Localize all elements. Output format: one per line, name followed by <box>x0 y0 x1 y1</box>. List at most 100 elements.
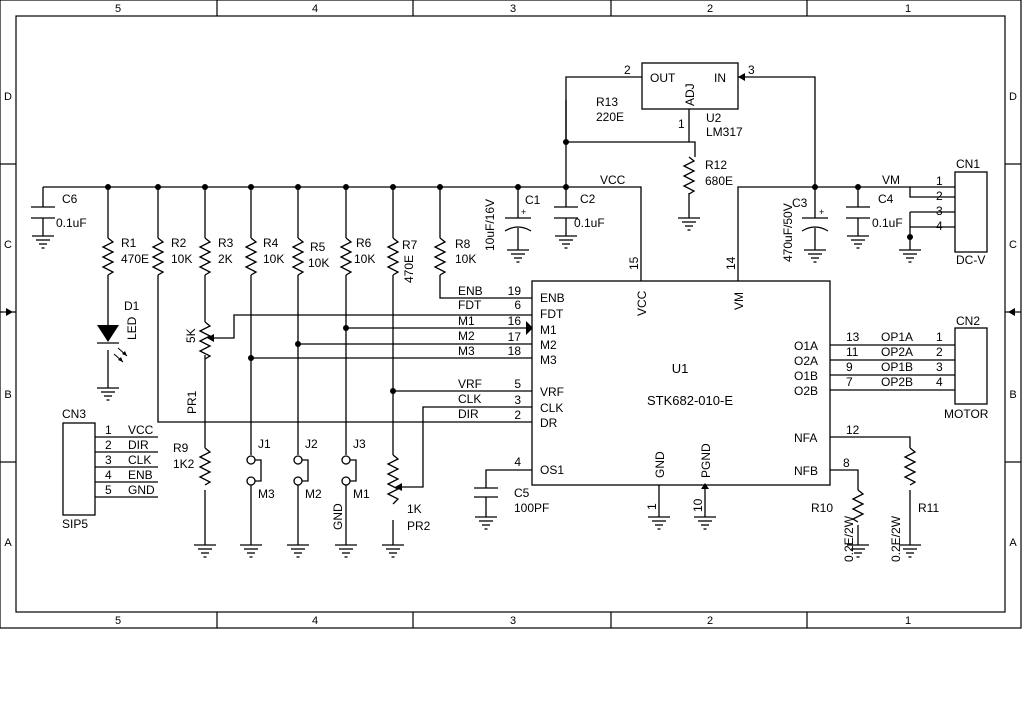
cn3-pin-number: 2 <box>105 438 112 452</box>
d1-value: LED <box>125 316 139 340</box>
cn3-pin-number: 1 <box>105 423 112 437</box>
cn3-pin-number: 4 <box>105 468 112 482</box>
c6-ref: C6 <box>62 192 78 206</box>
row-label: D <box>1009 91 1017 103</box>
c4-value: 0.1uF <box>872 216 903 230</box>
column-label: 3 <box>510 3 516 15</box>
u1-pin-name: DR <box>540 416 558 430</box>
ground-icon <box>31 235 55 249</box>
j3-ref: J3 <box>353 437 366 451</box>
cn1-pin-number: 1 <box>936 174 943 188</box>
cn2-pin-number: 4 <box>936 375 943 389</box>
u1-pin-name: VM <box>732 292 746 310</box>
ground-icon <box>474 516 498 530</box>
column-label: 1 <box>905 3 911 15</box>
c4-ref: C4 <box>878 192 894 206</box>
ground-icon <box>554 235 578 249</box>
u2-pin-number: 3 <box>748 63 755 77</box>
pr1-ref: PR1 <box>185 390 199 414</box>
resistor-r5 <box>291 237 305 276</box>
u1-pin-name: M1 <box>540 323 557 337</box>
capacitors <box>31 206 870 498</box>
capacitor-c1 <box>504 217 532 232</box>
column-label: 2 <box>707 3 713 15</box>
u2-value: LM317 <box>706 125 743 139</box>
u1-pin-number: 12 <box>846 423 860 437</box>
r3-value: 2K <box>218 252 233 266</box>
u1-pin-number: 13 <box>846 330 860 344</box>
net-label: ENB <box>458 284 483 298</box>
border-labels: 5 4 3 2 1 5 4 3 2 1 D C B A D C B A <box>4 3 1017 627</box>
c2-ref: C2 <box>580 192 596 206</box>
j3-gnd-label: GND <box>331 503 345 530</box>
u1-pin-name: M2 <box>540 338 557 352</box>
cn3-net-label: DIR <box>128 438 149 452</box>
capacitor-c2 <box>554 206 578 219</box>
r8-ref: R8 <box>455 237 471 251</box>
jumpers: J1 M3 J2 M2 J3 M1 GND <box>246 437 370 530</box>
c5-value: 100PF <box>514 501 549 515</box>
ground-icon <box>506 249 530 263</box>
r8-value: 10K <box>455 252 476 266</box>
jumper-j2: J2 M2 <box>293 437 322 501</box>
r9-ref: R9 <box>173 441 189 455</box>
u1-pin-name: NFB <box>794 464 818 478</box>
u1-pin-number: 1 <box>645 503 659 510</box>
r2-ref: R2 <box>171 236 187 250</box>
cn2-pin-number: 3 <box>936 360 943 374</box>
u1-pin-name: O1B <box>794 369 818 383</box>
ground-icon <box>693 516 717 530</box>
wires <box>42 76 955 545</box>
u1-pin-number: 15 <box>627 256 641 270</box>
u1-pin-name: O2B <box>794 384 818 398</box>
column-label: 4 <box>312 3 318 15</box>
cn1-pin-number: 4 <box>936 219 943 233</box>
r7-value: 470E <box>402 255 416 283</box>
connector-cn3: CN3 SIP5 1 2 3 4 5 VCC DIR CLK ENB GND <box>62 407 155 531</box>
net-label-vm: VM <box>882 173 900 187</box>
jumper-j1: J1 M3 <box>246 437 275 501</box>
r3-ref: R3 <box>218 236 234 250</box>
resistor-labels: R1 470E R2 10K R3 2K R4 10K R5 10K R6 10… <box>121 95 939 562</box>
u1-pin-number: 8 <box>843 456 850 470</box>
cn1-pin-number: 2 <box>936 189 943 203</box>
cn1-pin-number: 3 <box>936 204 943 218</box>
j2-ref: J2 <box>305 437 318 451</box>
u2-pin-name: IN <box>714 71 726 85</box>
net-label: CLK <box>458 392 481 406</box>
r4-value: 10K <box>263 252 284 266</box>
net-label: OP2A <box>881 345 913 359</box>
ground-icon <box>803 249 827 263</box>
row-label: A <box>4 537 12 549</box>
r6-value: 10K <box>354 252 375 266</box>
u1-pin-name: PGND <box>699 443 713 478</box>
column-label: 3 <box>510 615 516 627</box>
u1-pin-name: VCC <box>635 290 649 316</box>
u1-pin-name: GND <box>653 451 667 478</box>
ground-icon <box>647 516 671 530</box>
u2-regulator: OUT IN ADJ 2 3 1 U2 LM317 <box>624 62 755 139</box>
u1-pin-number: 7 <box>846 375 853 389</box>
r1-value: 470E <box>121 252 149 266</box>
u1-pin-number: 10 <box>691 498 705 512</box>
c3-polarity: + <box>819 207 824 217</box>
cn2-pin-number: 2 <box>936 345 943 359</box>
cn1-ref: CN1 <box>956 157 980 171</box>
column-label: 5 <box>115 3 121 15</box>
r13-ref: R13 <box>596 95 618 109</box>
r12-ref: R12 <box>705 158 727 172</box>
row-label: A <box>1009 537 1017 549</box>
r13-value: 220E <box>596 110 624 124</box>
u1-pin-number: 19 <box>508 284 522 298</box>
j1-label: M3 <box>258 487 275 501</box>
u1-pin-number: 17 <box>508 330 522 344</box>
r4-ref: R4 <box>263 236 279 250</box>
potentiometer-pr1 <box>198 321 212 360</box>
r5-value: 10K <box>308 256 329 270</box>
c5-ref: C5 <box>514 486 530 500</box>
r6-ref: R6 <box>356 236 372 250</box>
row-label: B <box>4 389 11 401</box>
ground-icon <box>898 249 922 263</box>
cn2-pin-number: 1 <box>936 330 943 344</box>
u1-pin-number: 9 <box>846 360 853 374</box>
